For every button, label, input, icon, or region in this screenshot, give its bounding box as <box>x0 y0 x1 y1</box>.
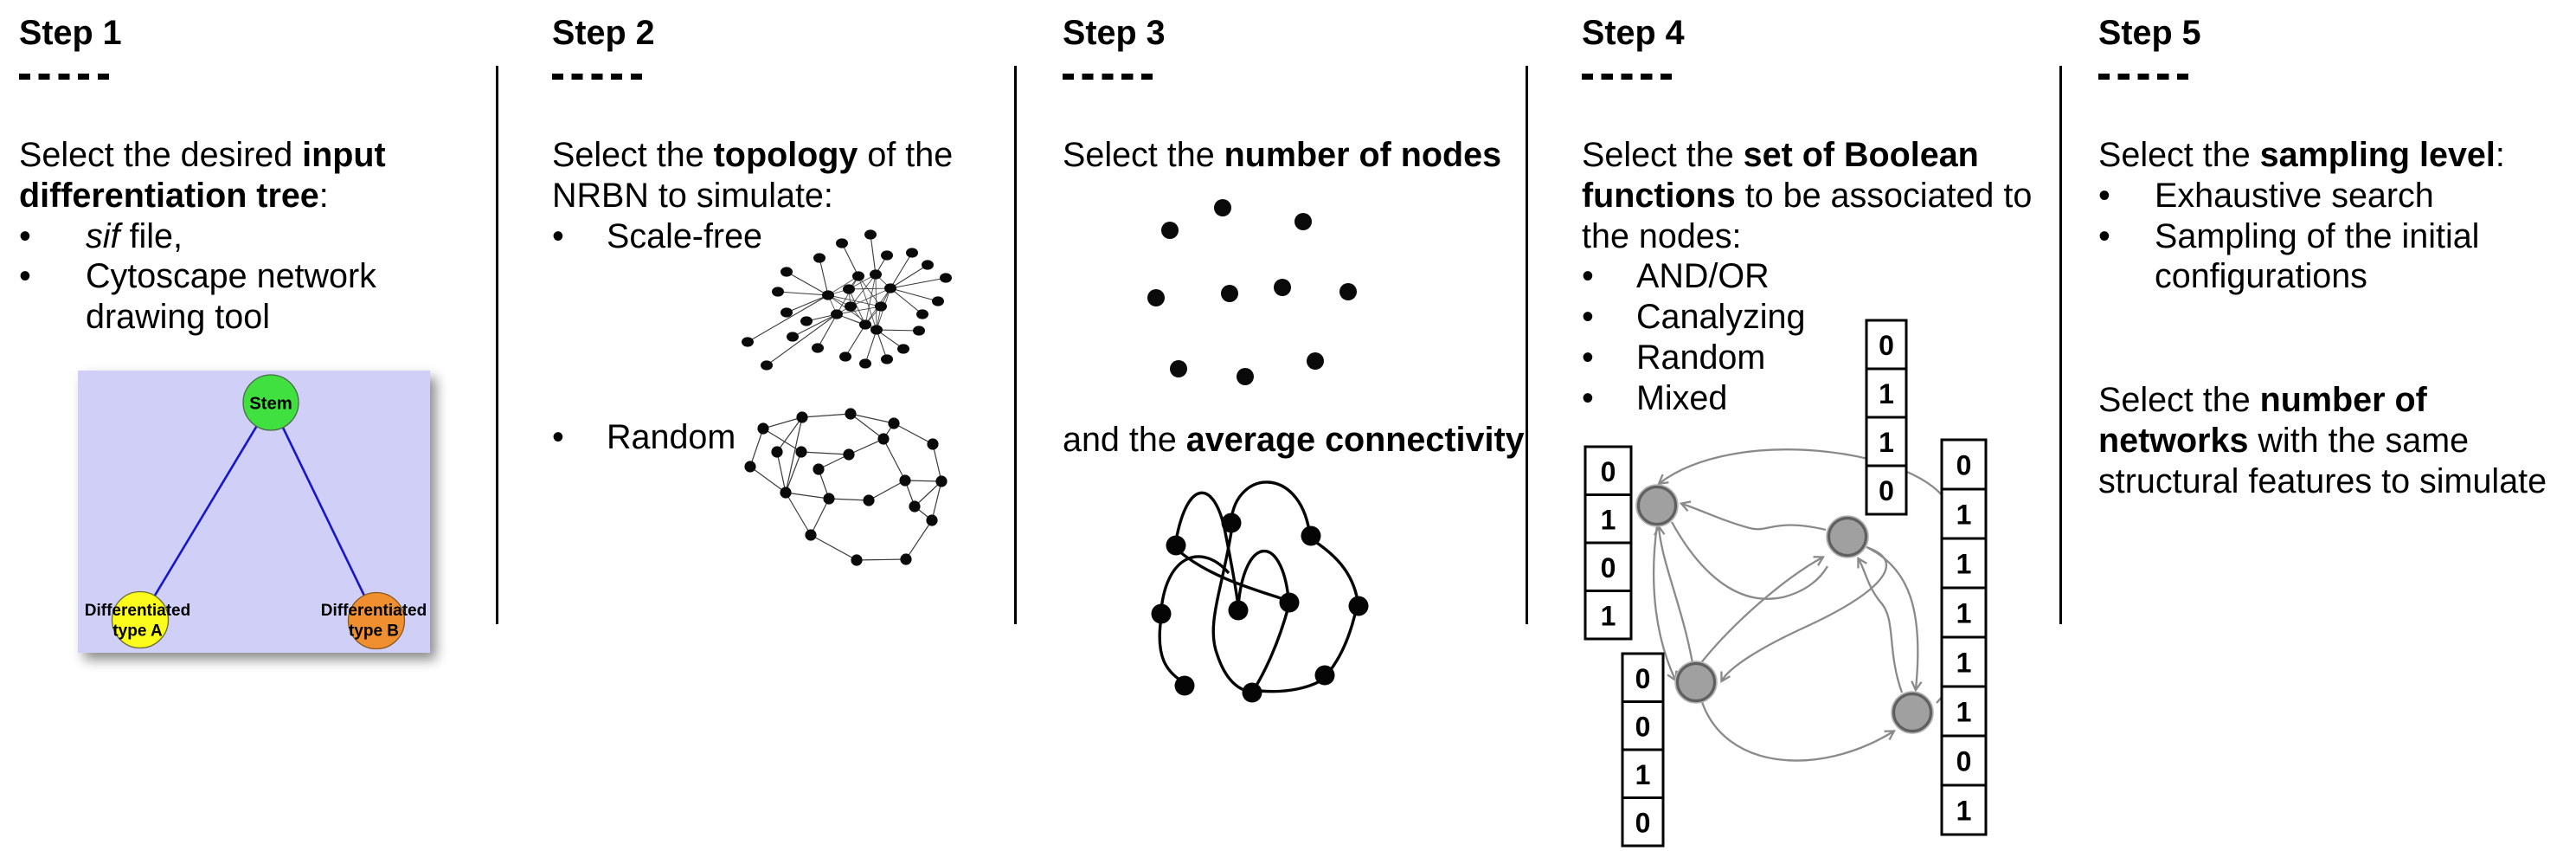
svg-text:1: 1 <box>1879 427 1894 458</box>
svg-text:type A: type A <box>112 622 163 641</box>
svg-text:Differentiated: Differentiated <box>321 602 427 620</box>
svg-text:type B: type B <box>349 622 399 641</box>
svg-text:0: 0 <box>1956 450 1972 481</box>
svg-text:0: 0 <box>1956 746 1972 777</box>
svg-text:1: 1 <box>1956 796 1972 827</box>
svg-text:Differentiated: Differentiated <box>85 602 190 620</box>
svg-text:1: 1 <box>1956 697 1972 728</box>
svg-text:1: 1 <box>1956 500 1972 531</box>
svg-text:1: 1 <box>1956 598 1972 629</box>
svg-text:1: 1 <box>1635 759 1651 790</box>
svg-text:0: 0 <box>1635 711 1651 742</box>
svg-text:1: 1 <box>1956 549 1972 580</box>
svg-text:0: 0 <box>1601 456 1616 487</box>
svg-text:0: 0 <box>1601 552 1616 583</box>
svg-text:1: 1 <box>1879 378 1894 409</box>
svg-text:0: 0 <box>1635 663 1651 694</box>
svg-text:Stem: Stem <box>249 395 292 414</box>
svg-text:1: 1 <box>1956 648 1972 679</box>
svg-text:0: 0 <box>1635 807 1651 838</box>
svg-text:0: 0 <box>1879 475 1894 506</box>
svg-text:1: 1 <box>1601 600 1616 631</box>
svg-text:0: 0 <box>1879 330 1894 361</box>
svg-text:1: 1 <box>1601 504 1616 535</box>
